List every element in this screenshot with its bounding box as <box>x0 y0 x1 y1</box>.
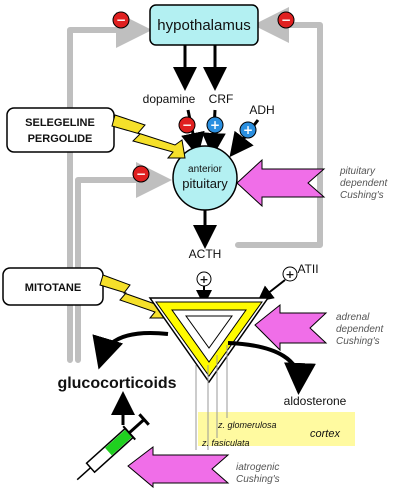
aldosterone-output-arrow <box>227 341 316 395</box>
svg-text:+: + <box>199 273 208 286</box>
svg-text:+: + <box>243 123 253 137</box>
svg-text:dependent: dependent <box>340 178 388 189</box>
crf-label: CRF <box>209 92 234 106</box>
adh-label: ADH <box>249 103 274 117</box>
glomerulosa-label: z. glomerulosa <box>217 420 277 430</box>
atii-label: ATII <box>297 262 318 276</box>
svg-text:−: − <box>281 13 291 27</box>
dopamine-label: dopamine <box>143 92 196 106</box>
svg-text:Cushing's: Cushing's <box>340 190 384 201</box>
pergolide-label: PERGOLIDE <box>28 133 93 145</box>
iatrogenic-cushings-arrow-icon <box>127 445 230 489</box>
svg-text:pituitary: pituitary <box>339 166 376 177</box>
cortex-band <box>198 412 355 446</box>
pituitary-label: pituitary <box>182 176 228 191</box>
feedback-inhibit-sign-left: − <box>112 11 130 29</box>
hypothalamus-box <box>149 4 259 46</box>
anterior-label: anterior <box>188 164 223 175</box>
svg-text:+: + <box>285 268 294 281</box>
fasiculata-label: z. fasiculata <box>201 438 250 448</box>
adrenal-medulla <box>185 315 233 349</box>
aldosterone-label: aldosterone <box>284 394 347 408</box>
mitotane-label: MITOTANE <box>25 282 81 294</box>
acth-stimulate-sign: + <box>196 271 212 287</box>
hypothalamus-label: hypothalamus <box>157 17 250 34</box>
adrenal-cushings-label: adrenal dependent Cushing's <box>336 312 384 347</box>
crf-stimulate-sign: + <box>206 116 224 134</box>
feedback-inhibit-sign-right: − <box>277 11 295 29</box>
glucocorticoids-label: glucocorticoids <box>57 375 176 392</box>
selegeline-label: SELEGELINE <box>25 117 95 129</box>
svg-text:iatrogenic: iatrogenic <box>236 462 279 473</box>
feedback-loop-outer <box>67 12 152 363</box>
mitotane-box <box>2 267 104 306</box>
dopamine-inhibit-sign: − <box>178 116 196 134</box>
adrenal-cushings-arrow-icon <box>254 303 328 352</box>
syringe-icon <box>76 413 150 481</box>
glucocorticoid-output-arrow <box>92 331 169 370</box>
svg-text:Cushing's: Cushing's <box>336 336 380 347</box>
zone-leader-lines <box>195 345 228 450</box>
svg-text:adrenal: adrenal <box>336 312 370 323</box>
mitotane-bolt-icon <box>99 274 169 319</box>
atii-to-adrenal-arrow <box>257 279 286 302</box>
svg-text:−: − <box>182 118 192 132</box>
svg-text:−: − <box>116 13 126 27</box>
svg-text:dependent: dependent <box>336 324 384 335</box>
selegeline-pergolide-box <box>6 107 115 153</box>
svg-text:−: − <box>136 167 146 181</box>
iatrogenic-cushings-label: iatrogenic Cushing's <box>236 462 280 485</box>
selegeline-bolt-icon <box>111 114 186 159</box>
pituitary-cushings-arrow-icon <box>236 158 326 208</box>
svg-text:+: + <box>210 118 220 132</box>
adh-stimulate-sign: + <box>239 121 257 139</box>
adrenal-gland <box>148 297 270 384</box>
atii-stimulate-sign: + <box>282 266 298 282</box>
cortex-label: cortex <box>310 428 340 440</box>
pituitary-cushings-label: pituitary dependent Cushing's <box>339 166 388 201</box>
svg-text:Cushing's: Cushing's <box>236 474 280 485</box>
hypothalamus-output-arrows <box>173 45 227 91</box>
feedback-inhibit-sign-pituitary: − <box>132 165 150 183</box>
acth-label: ACTH <box>189 247 222 261</box>
